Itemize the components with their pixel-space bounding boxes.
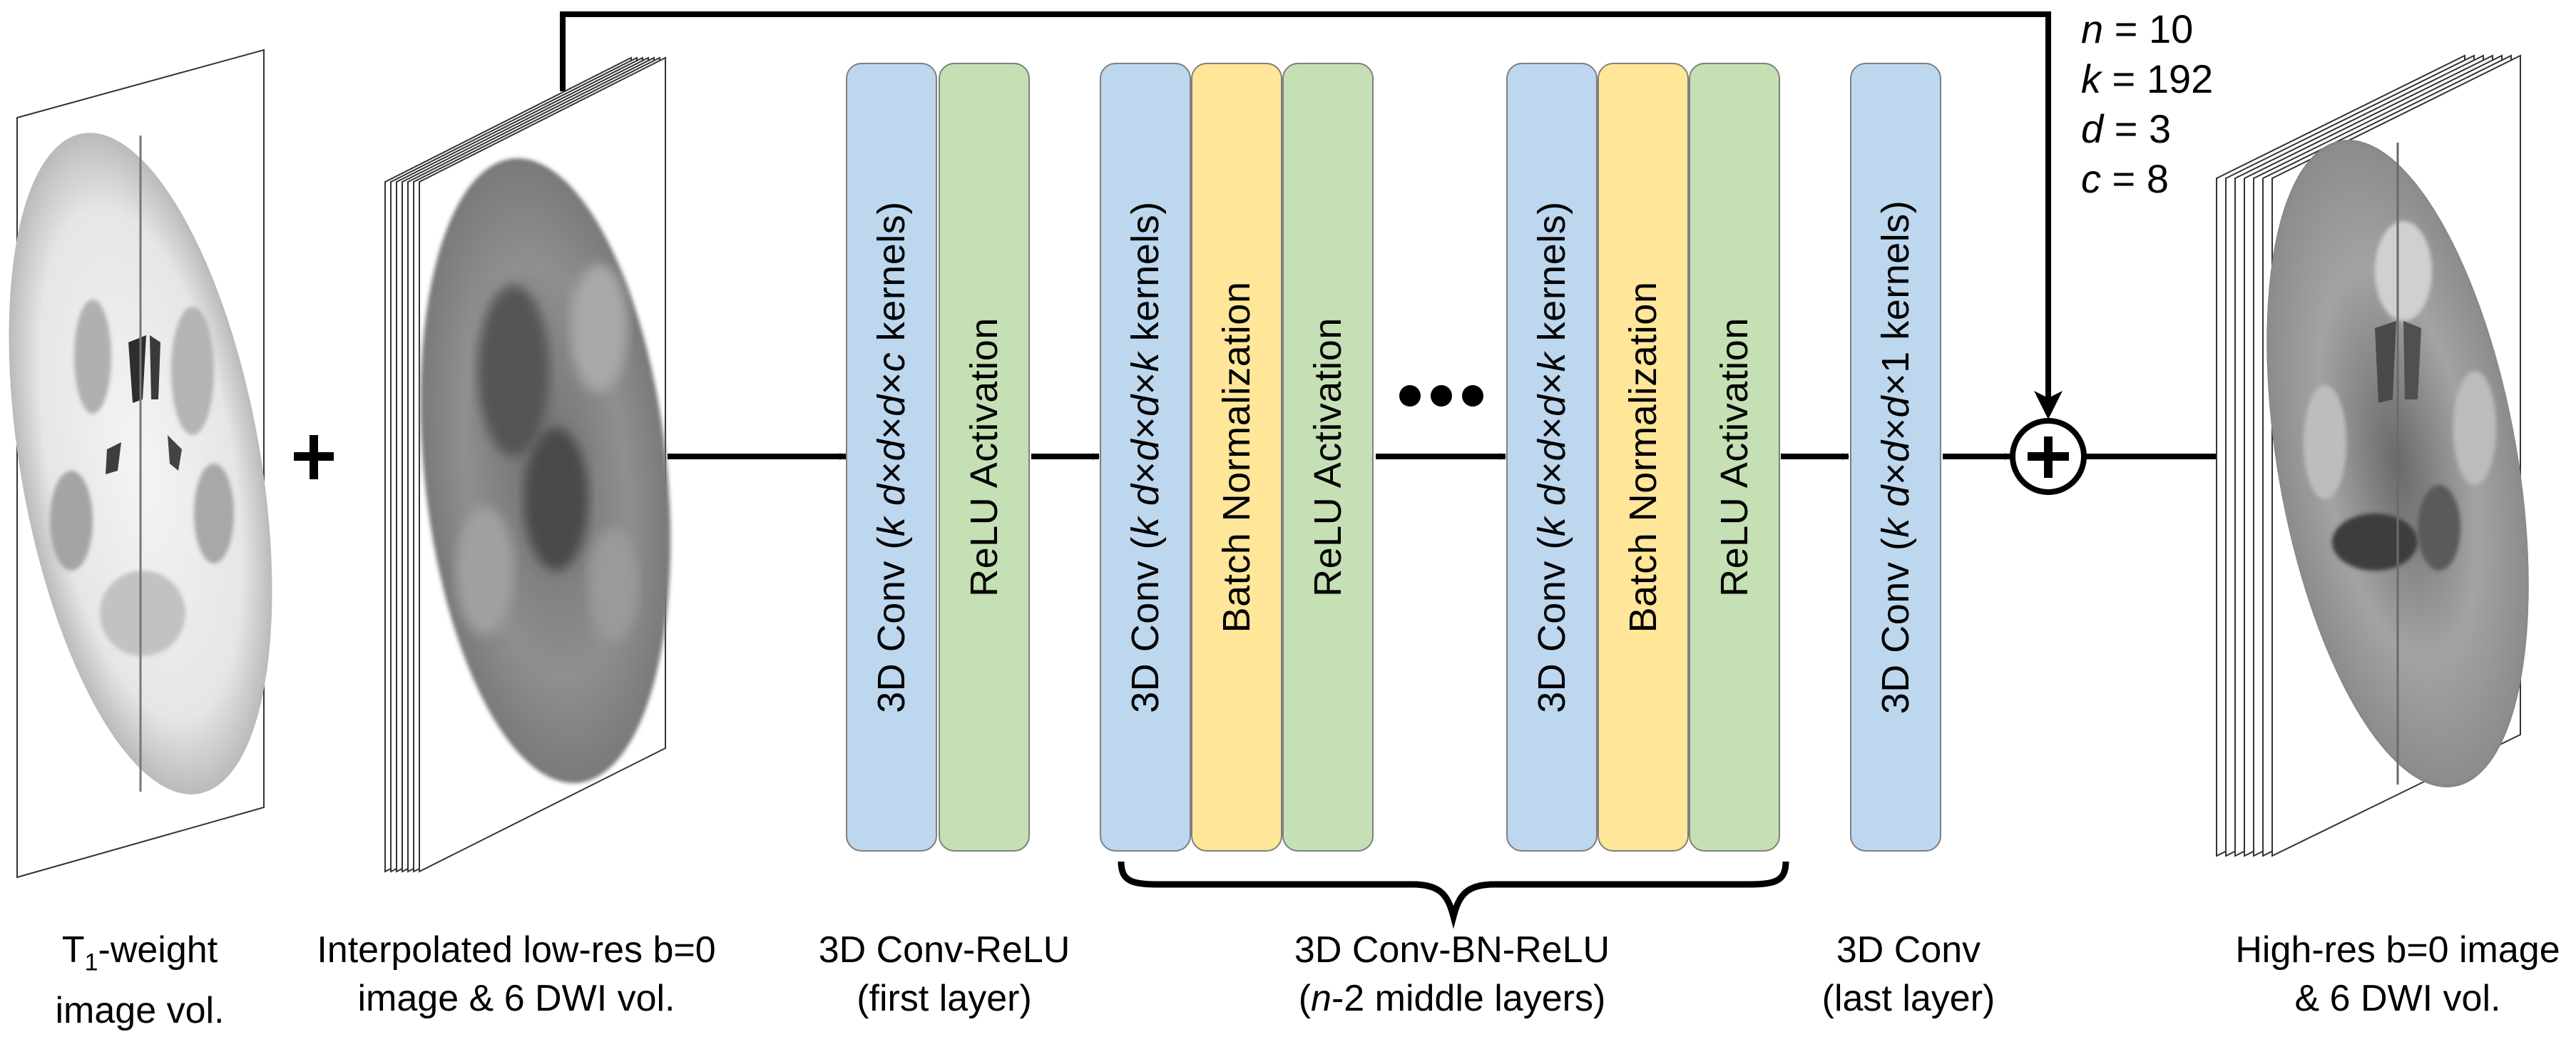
caption-last-layer: 3D Conv (last layer)	[1821, 929, 1995, 1019]
caption-middle-layers: 3D Conv-BN-ReLU (n-2 middle layers)	[1294, 929, 1610, 1019]
concat-plus-icon	[294, 435, 334, 479]
ellipsis-icon	[1399, 385, 1493, 410]
last-conv-block: 3D Conv (k d×d×d×1 kernels)	[1850, 63, 1941, 852]
param-c: c = 8	[2081, 156, 2169, 201]
caption-t1: T1-weight image vol.	[55, 929, 225, 1032]
caption-input: Interpolated low-res b=0 image & 6 DWI v…	[317, 929, 716, 1019]
first-relu-block: ReLU Activation	[939, 63, 1030, 852]
t1-brain-image	[9, 133, 272, 795]
low-res-brain-image	[420, 158, 671, 783]
middle-conv-label-1: 3D Conv (k d×d×d×k kernels)	[1124, 201, 1167, 713]
t1-image-slice	[9, 48, 272, 879]
param-n: n = 10	[2081, 6, 2194, 51]
input-volume-stack	[384, 56, 671, 873]
caption-output: High-res b=0 image & 6 DWI vol.	[2235, 929, 2560, 1019]
first-conv-label: 3D Conv (k d×d×d×c kernels)	[870, 201, 913, 713]
middle-bn-label-1: Batch Normalization	[1215, 281, 1258, 633]
middle-layers-brace	[1118, 861, 1789, 929]
sum-node-icon	[2010, 418, 2087, 495]
middle-conv-label-2: 3D Conv (k d×d×d×k kernels)	[1530, 201, 1573, 713]
hyperparameters: n = 10 k = 192 d = 3 c = 8	[2081, 4, 2213, 204]
middle-conv-block-2: 3D Conv (k d×d×d×k kernels)	[1506, 63, 1598, 852]
middle-relu-label-2: ReLU Activation	[1713, 317, 1756, 597]
middle-relu-block-2: ReLU Activation	[1689, 63, 1780, 852]
middle-bn-block-1: Batch Normalization	[1191, 63, 1282, 852]
caption-first-layer: 3D Conv-ReLU (first layer)	[818, 929, 1070, 1019]
middle-relu-label-1: ReLU Activation	[1307, 317, 1349, 597]
first-conv-block: 3D Conv (k d×d×d×c kernels)	[846, 63, 937, 852]
output-volume-stack	[2216, 54, 2529, 857]
middle-relu-block-1: ReLU Activation	[1282, 63, 1374, 852]
last-conv-label: 3D Conv (k d×d×d×1 kernels)	[1874, 200, 1917, 715]
middle-conv-block-1: 3D Conv (k d×d×d×k kernels)	[1100, 63, 1191, 852]
high-res-brain-image	[2266, 140, 2529, 787]
middle-bn-block-2: Batch Normalization	[1598, 63, 1689, 852]
param-d: d = 3	[2081, 106, 2172, 151]
first-relu-label: ReLU Activation	[963, 317, 1006, 597]
skip-connection	[560, 11, 2063, 419]
param-k: k = 192	[2081, 56, 2214, 101]
middle-bn-label-2: Batch Normalization	[1622, 281, 1665, 633]
skip-arrowhead	[2034, 391, 2063, 419]
